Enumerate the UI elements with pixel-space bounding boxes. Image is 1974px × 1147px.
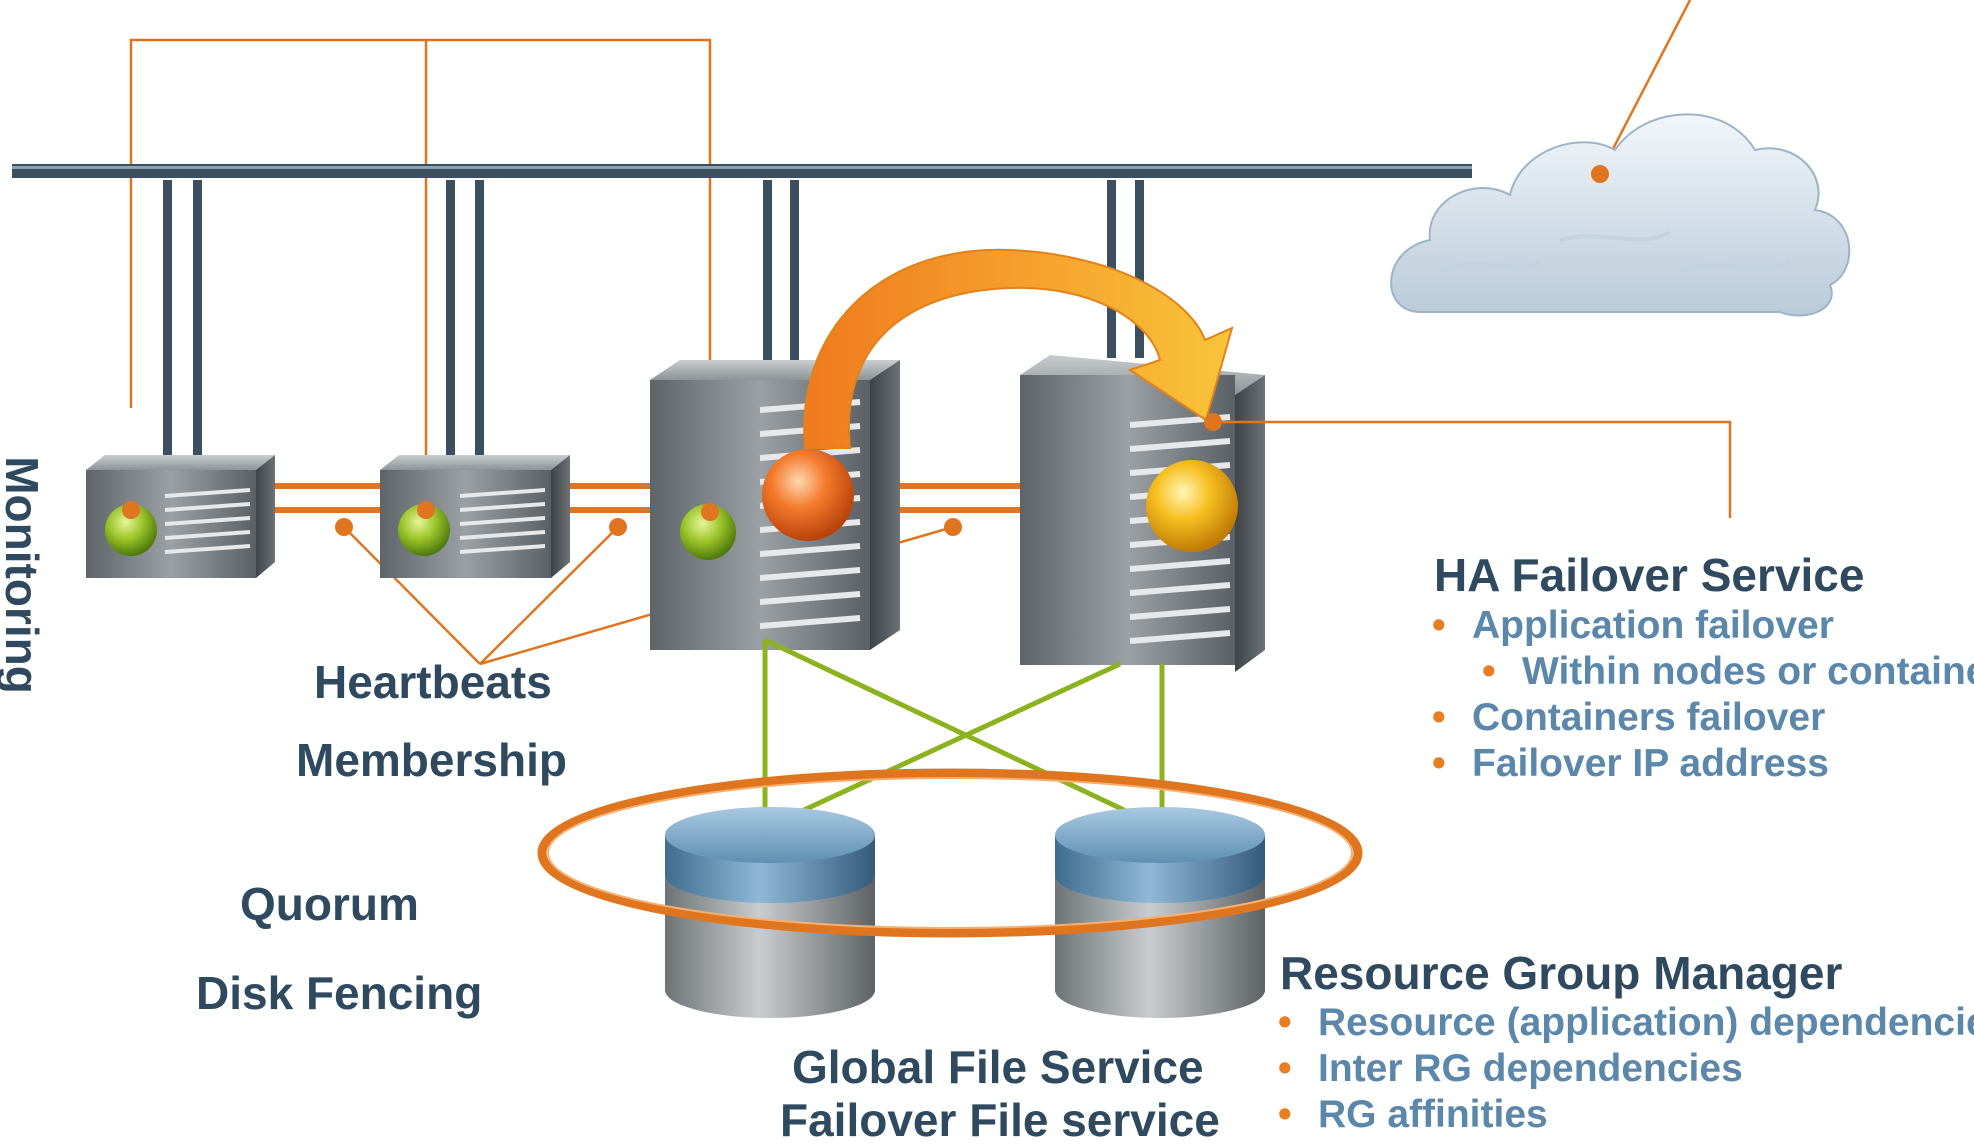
- cluster-node-primary: [650, 360, 900, 650]
- failover-arrow: [803, 248, 1234, 449]
- cluster-node-failover: [1020, 355, 1265, 672]
- ha-failover-title: HA Failover Service: [1434, 549, 1865, 601]
- monitoring-label: Monitoring: [0, 456, 48, 694]
- list-item: •Inter RG dependencies: [1278, 1047, 1743, 1090]
- rgm-list: •Resource (application) dependencies •In…: [1278, 1000, 1974, 1138]
- membership-label: Membership: [296, 734, 567, 786]
- global-file-service-label: Global File Service: [792, 1041, 1204, 1093]
- heartbeats-label: Heartbeats: [314, 656, 552, 708]
- rgm-title: Resource Group Manager: [1280, 947, 1843, 999]
- list-item: •Failover IP address: [1432, 742, 1829, 785]
- quorum-label: Quorum: [240, 878, 419, 930]
- cloud-icon: [1390, 113, 1851, 317]
- quorum-ring: [537, 768, 1363, 938]
- storage-disk-2: [1055, 807, 1265, 1018]
- storage-disk-1: [665, 807, 875, 1018]
- failover-file-service-label: Failover File service: [780, 1094, 1220, 1146]
- disk-fencing-label: Disk Fencing: [196, 967, 483, 1019]
- network-bus: [12, 164, 1472, 178]
- list-item: •Resource (application) dependencies: [1278, 1001, 1974, 1044]
- ha-failover-callout: [1204, 413, 1732, 518]
- storage-links: [762, 637, 1165, 831]
- ha-failover-list: •Application failover •Within nodes or c…: [1432, 603, 1974, 787]
- cluster-node-1: [86, 455, 275, 578]
- heartbeat-cables: [270, 483, 1020, 513]
- list-item: •Containers failover: [1432, 696, 1826, 739]
- cloud-callout-line: [1598, 0, 1692, 175]
- cluster-node-2: [380, 455, 570, 578]
- list-item: •RG affinities: [1278, 1093, 1548, 1136]
- monitoring-connectors: [129, 38, 712, 512]
- list-item: •Application failover: [1432, 604, 1834, 647]
- list-item: •Within nodes or container: [1482, 650, 1974, 693]
